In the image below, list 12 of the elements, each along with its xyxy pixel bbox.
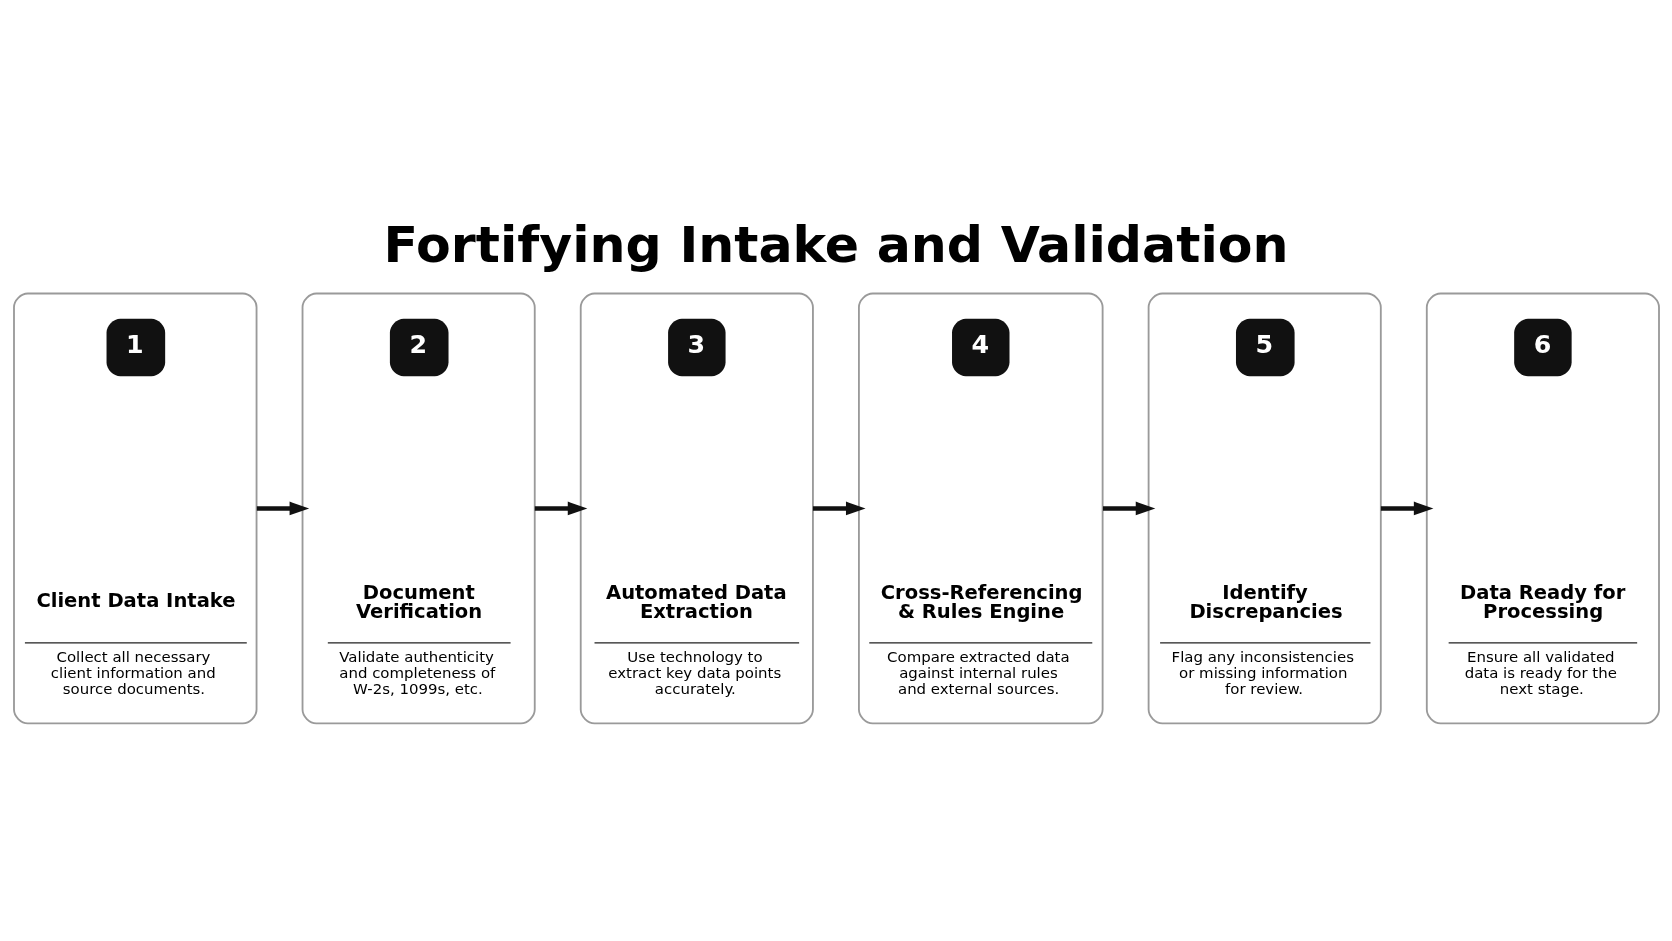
node-box: 3 Automated Data Extraction Use technology to extract key data points accurately. — [579, 292, 814, 725]
arrow — [812, 501, 866, 516]
node-box: 4 Cross-Referencing & Rules Engine Compare extracted data against internal rules and external sources. — [857, 292, 1104, 725]
arrow — [1380, 501, 1433, 516]
node-box: 5 Identify Discrepancies Flag any inconsistencies or missing information for review. — [1147, 292, 1382, 725]
arrow — [534, 501, 587, 516]
node-box: 6 Data Ready for Processing Ensure all validated data is ready for the next stage. — [1425, 292, 1660, 725]
arrow — [256, 501, 309, 516]
node-box: 1 Client Data Intake Collect all necessary client information and source documents. — [12, 292, 257, 725]
arrow — [1102, 501, 1155, 516]
diagram-title: Fortifying Intake and Validation — [383, 214, 1288, 274]
node-box: 2 Document Verification Validate authenticity and completeness of W-2s, 1099s, etc. — [301, 292, 536, 725]
